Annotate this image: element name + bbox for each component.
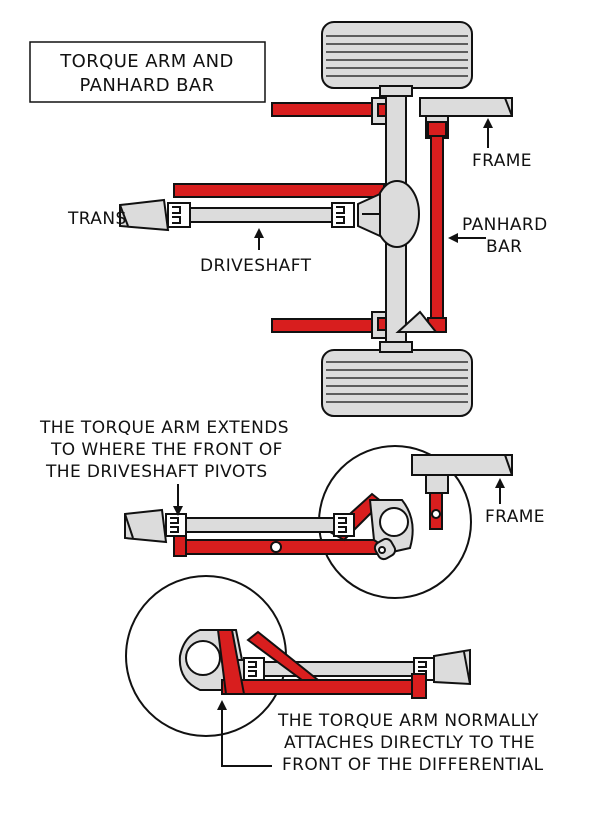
top-hub — [379, 85, 413, 97]
trans-label: TRANS — [67, 209, 127, 229]
driveshaft-side-middle — [185, 517, 335, 533]
bottom-hub — [379, 341, 413, 353]
caption-extends-line-2: TO WHERE THE FRONT OF — [50, 440, 283, 460]
title-box: TORQUE ARM AND PANHARD BAR — [29, 41, 266, 103]
caption-extends-line-1: THE TORQUE ARM EXTENDS — [39, 418, 289, 438]
title-line-2: PANHARD BAR — [80, 75, 215, 96]
side-view-extended-arm: THE TORQUE ARM EXTENDS TO WHERE THE FRON… — [39, 418, 545, 599]
lower-control-arm — [271, 311, 387, 339]
rear-u-joint — [331, 202, 355, 228]
panhard-label-line-1: PANHARD — [462, 215, 548, 235]
extends-arrow — [173, 484, 183, 516]
top-tire — [321, 21, 473, 89]
frame-label-middle: FRAME — [485, 507, 545, 527]
differential-top-view — [357, 180, 420, 248]
torque-arm-short — [216, 629, 427, 699]
bottom-tire — [321, 349, 473, 417]
top-view: FRAME TRANS PANHARD BAR DRIVESHAFT — [67, 21, 548, 417]
upper-control-arm — [271, 97, 387, 125]
caption-attaches-line-2: ATTACHES DIRECTLY TO THE — [284, 733, 535, 753]
title-line-1: TORQUE ARM AND — [59, 51, 233, 72]
side-view-direct-attach: THE TORQUE ARM NORMALLY ATTACHES DIRECTL… — [125, 575, 544, 775]
transmission-output — [119, 198, 170, 232]
caption-extends-line-3: THE DRIVESHAFT PIVOTS — [45, 462, 268, 482]
frame-rail-middle — [411, 454, 513, 494]
front-u-joint — [167, 202, 191, 228]
panhard-bar — [395, 121, 447, 333]
frame-arrow-top — [483, 118, 493, 148]
driveshaft-top-view — [119, 198, 355, 232]
driveshaft-label: DRIVESHAFT — [200, 256, 312, 276]
driveshaft-arrow — [254, 228, 264, 250]
panhard-bracket — [395, 310, 439, 333]
panhard-arrow — [448, 233, 486, 243]
caption-attaches-line-3: FRONT OF THE DIFFERENTIAL — [282, 755, 544, 775]
panhard-label-line-2: BAR — [486, 237, 522, 257]
frame-label-top: FRAME — [472, 151, 532, 171]
caption-attaches-line-1: THE TORQUE ARM NORMALLY — [277, 711, 539, 731]
frame-arrow-middle — [495, 478, 505, 504]
attaches-arrow — [217, 700, 272, 767]
torque-arm-top-view — [173, 183, 385, 198]
differential-side-middle — [368, 499, 414, 561]
